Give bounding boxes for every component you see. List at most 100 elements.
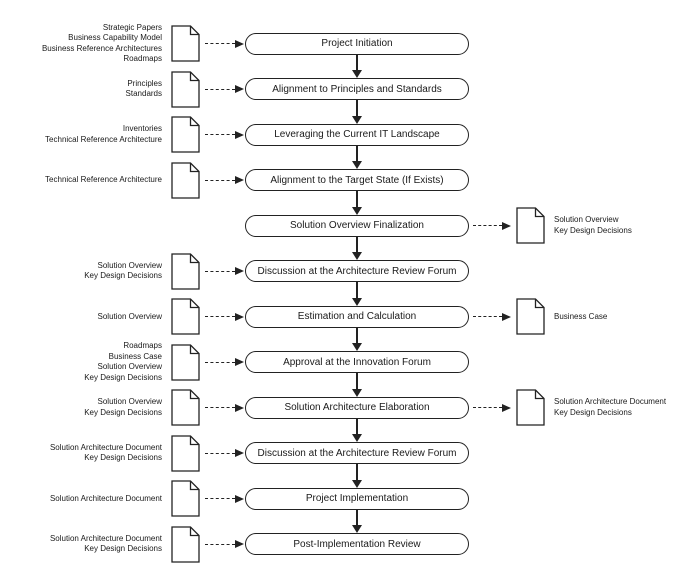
process-step-label: Discussion at the Architecture Review Fo…: [257, 265, 457, 277]
input-label-line: Solution Overview: [97, 397, 162, 407]
arrowhead-down-icon: [352, 115, 362, 124]
input-label-line: Key Design Decisions: [84, 544, 162, 554]
input-labels: Solution Overview: [0, 312, 168, 323]
dashed-arrow-right-icon: [205, 85, 244, 94]
process-step-label: Alignment to Principles and Standards: [272, 83, 442, 95]
output-label-line: Key Design Decisions: [554, 407, 632, 417]
flow-connector-arrow: [352, 54, 363, 79]
input-label-line: Solution Overview: [97, 362, 162, 372]
dashed-arrow-right-icon: [205, 403, 244, 412]
input-label-line: Solution Overview: [97, 311, 162, 321]
process-step-label: Alignment to the Target State (If Exists…: [270, 174, 444, 186]
input-arrow-slot: [203, 85, 245, 94]
process-step-label: Solution Architecture Elaboration: [284, 402, 430, 414]
output-document-slot: [513, 298, 547, 335]
flow-connector-arrow: [352, 236, 363, 261]
input-arrow-slot: [203, 39, 245, 48]
input-arrow-slot: [203, 540, 245, 549]
input-document-slot: [168, 116, 203, 153]
output-arrow-slot: [469, 312, 513, 321]
input-label-line: Roadmaps: [123, 341, 162, 351]
arrowhead-down-icon: [352, 161, 362, 170]
input-arrow-slot: [203, 403, 245, 412]
arrowhead-icon: [235, 403, 244, 412]
input-label-line: Inventories: [122, 124, 162, 134]
output-label-line: Solution Overview: [554, 215, 619, 225]
input-label-line: Key Design Decisions: [84, 372, 162, 382]
arrowhead-icon: [235, 312, 244, 321]
process-step-label: Post-Implementation Review: [293, 538, 421, 550]
process-step-label: Project Implementation: [305, 493, 409, 505]
document-icon: [171, 253, 200, 290]
document-icon: [515, 298, 545, 335]
output-arrow-slot: [469, 221, 513, 230]
input-document-slot: [168, 480, 203, 517]
input-document-slot: [168, 253, 203, 290]
arrowhead-icon: [235, 176, 244, 185]
document-icon: [515, 207, 545, 244]
flow-connector-arrow: [352, 509, 363, 534]
document-icon: [171, 526, 200, 563]
input-label-line: Technical Reference Architecture: [45, 134, 162, 144]
arrowhead-down-icon: [352, 434, 362, 443]
dashed-arrow-right-icon: [205, 494, 244, 503]
flow-connector-arrow: [352, 191, 363, 215]
input-document-slot: [168, 526, 203, 563]
document-icon: [171, 435, 200, 472]
input-label-line: Standards: [125, 89, 162, 99]
process-step-box: Alignment to Principles and Standards: [245, 78, 469, 101]
input-arrow-slot: [203, 312, 245, 321]
flow-connector-arrow: [352, 145, 363, 170]
document-icon: [171, 389, 200, 426]
input-label-line: Key Design Decisions: [84, 407, 162, 417]
dashed-arrow-right-icon: [205, 267, 244, 276]
arrowhead-icon: [502, 312, 511, 321]
input-arrow-slot: [203, 267, 245, 276]
process-step-box: Discussion at the Architecture Review Fo…: [245, 442, 469, 465]
flow-connector-arrow: [352, 418, 363, 443]
input-label-line: Business Capability Model: [68, 33, 162, 43]
process-row: Solution Overview Estimation and Calcula…: [0, 294, 687, 340]
input-document-slot: [168, 25, 203, 62]
process-step-box: Solution Architecture Elaboration: [245, 396, 469, 419]
dashed-arrow-right-icon: [473, 403, 511, 412]
output-document-slot: [513, 207, 547, 244]
document-icon: [171, 71, 200, 108]
arrowhead-down-icon: [352, 206, 362, 215]
input-document-slot: [168, 162, 203, 199]
arrowhead-icon: [235, 494, 244, 503]
flow-connector-arrow: [352, 100, 363, 124]
flow-connector-arrow: [352, 282, 363, 306]
arrowhead-icon: [235, 449, 244, 458]
input-label-line: Solution Overview: [97, 260, 162, 270]
arrowhead-icon: [235, 267, 244, 276]
input-labels: Solution Architecture Document: [0, 494, 168, 505]
dashed-arrow-right-icon: [205, 39, 244, 48]
arrowhead-down-icon: [352, 525, 362, 534]
input-document-slot: [168, 435, 203, 472]
dashed-arrow-right-icon: [473, 221, 511, 230]
dashed-arrow-right-icon: [205, 449, 244, 458]
process-step-box: Post-Implementation Review: [245, 533, 469, 556]
input-label-line: Business Reference Architectures: [41, 43, 162, 53]
input-label-line: Roadmaps: [123, 54, 162, 64]
arrowhead-icon: [502, 221, 511, 230]
process-step-label: Solution Overview Finalization: [290, 220, 424, 232]
process-step-box: Project Implementation: [245, 487, 469, 510]
process-step-label: Project Initiation: [321, 38, 393, 50]
flow-connector-arrow: [352, 464, 363, 488]
input-document-slot: [168, 71, 203, 108]
document-icon: [171, 344, 200, 381]
process-step-box: Alignment to the Target State (If Exists…: [245, 169, 469, 192]
